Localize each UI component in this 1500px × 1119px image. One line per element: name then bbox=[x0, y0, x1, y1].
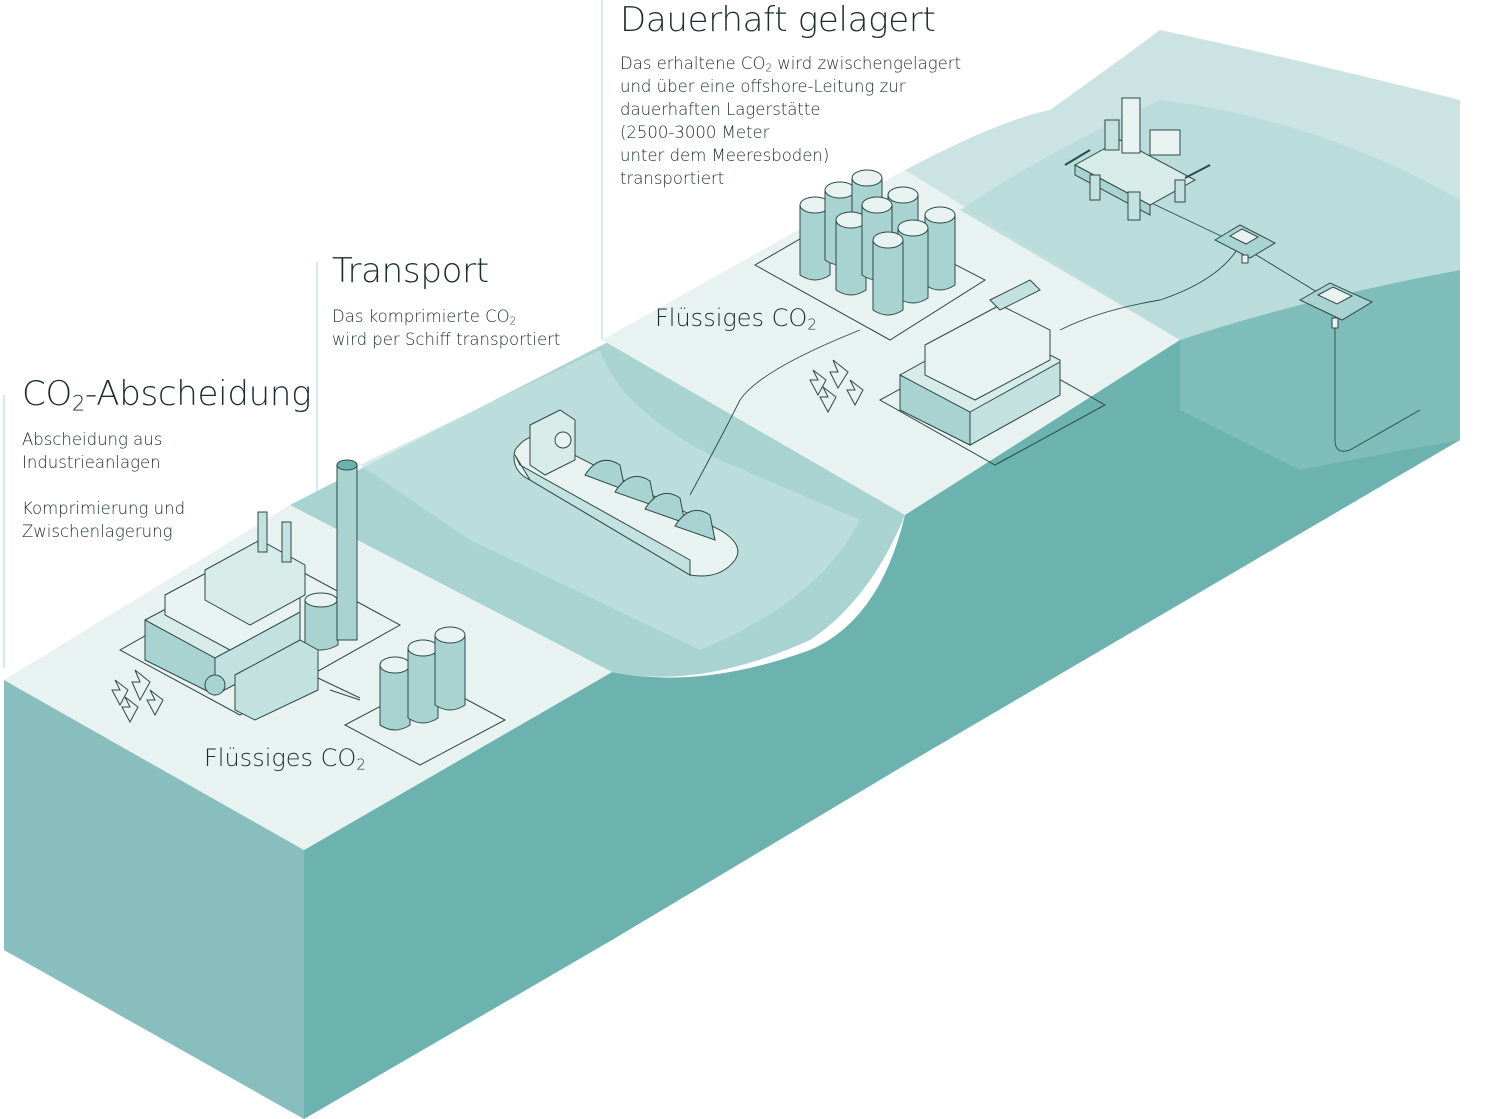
storage-tank-label-text: Flüssiges CO bbox=[655, 304, 808, 332]
storage-line3: dauerhaften Lagerstätte bbox=[620, 100, 821, 119]
cargo-dome bbox=[614, 475, 656, 507]
capture-tank-label-sub: 2 bbox=[356, 755, 366, 774]
cargo-dome bbox=[644, 492, 686, 524]
storage-line6: transportiert bbox=[620, 169, 725, 188]
land-block-side bbox=[304, 672, 612, 1119]
capture-title-prefix: CO bbox=[22, 374, 72, 414]
capture-title-sub: 2 bbox=[71, 390, 86, 416]
storage-tank-label-sub: 2 bbox=[807, 315, 817, 334]
capture-connector bbox=[329, 689, 361, 701]
storage-line4: (2500-3000 Meter bbox=[620, 123, 770, 142]
tree-group bbox=[809, 359, 864, 414]
terrain-block bbox=[4, 30, 1460, 1119]
capture-title: CO2-Abscheidung bbox=[22, 374, 312, 416]
storage-tank-label: Flüssiges CO2 bbox=[655, 304, 817, 333]
capture-line4: Zwischenlagerung bbox=[22, 522, 173, 541]
capture-tank-label: Flüssiges CO2 bbox=[204, 744, 366, 773]
co2-tanker-ship bbox=[513, 409, 739, 577]
storage-line1: Das erhaltene CO2 wird zwischengelagert bbox=[620, 52, 961, 75]
compressor-building bbox=[878, 279, 1107, 466]
storage-line1-text: Das erhaltene CO bbox=[620, 54, 766, 73]
transport-line1-sub: 2 bbox=[509, 316, 517, 328]
helipad bbox=[554, 431, 572, 449]
storage-tank-farm bbox=[753, 169, 987, 341]
pipeline bbox=[689, 199, 1421, 496]
capture-tank-label-text: Flüssiges CO bbox=[204, 744, 357, 772]
subsea-template bbox=[1298, 282, 1374, 329]
sea-water-body bbox=[1180, 270, 1460, 470]
storage-description: Das erhaltene CO2 wird zwischengelagert … bbox=[620, 52, 961, 190]
short-chimney bbox=[281, 521, 292, 563]
transport-title: Transport bbox=[332, 251, 489, 291]
transport-description: Das komprimierte CO2 wird per Schiff tra… bbox=[332, 305, 560, 351]
storage-line2: und über eine offshore-Leitung zur bbox=[620, 77, 906, 96]
storage-line1-suffix: wird zwischengelagert bbox=[771, 54, 962, 73]
short-chimney bbox=[257, 511, 268, 553]
storage-land-top bbox=[602, 170, 1180, 515]
capture-line2: Industrieanlagen bbox=[22, 453, 161, 472]
capture-title-suffix: -Abscheidung bbox=[85, 374, 312, 414]
silo bbox=[304, 599, 339, 651]
subsea-template bbox=[1213, 224, 1277, 264]
storage-title: Dauerhaft gelagert bbox=[620, 0, 936, 40]
capture-description: Abscheidung aus Industrieanlagen Komprim… bbox=[22, 428, 185, 543]
offshore-platform bbox=[1064, 97, 1211, 221]
section-divider-lines bbox=[3, 0, 603, 668]
capture-line3: Komprimierung und bbox=[22, 499, 186, 518]
seabed-cross-section bbox=[612, 515, 905, 940]
storage-line5: unter dem Meeresboden) bbox=[620, 146, 830, 165]
capture-tank-farm bbox=[317, 626, 507, 766]
capture-line1: Abscheidung aus bbox=[22, 430, 163, 449]
transport-line2: wird per Schiff transportiert bbox=[332, 330, 561, 349]
ship-bridge bbox=[529, 409, 576, 476]
transport-line1-text: Das komprimierte CO bbox=[332, 307, 510, 326]
tall-chimney bbox=[336, 464, 358, 641]
industrial-plant bbox=[118, 459, 402, 721]
cargo-dome bbox=[674, 509, 716, 541]
storage-line1-sub: 2 bbox=[765, 63, 772, 75]
cooling-wheel bbox=[204, 674, 226, 696]
tree-group bbox=[111, 669, 164, 724]
cargo-dome bbox=[584, 459, 626, 491]
transport-line1: Das komprimierte CO2 bbox=[332, 305, 560, 328]
land-block-front bbox=[4, 680, 304, 1119]
platform-derrick bbox=[1121, 97, 1141, 154]
